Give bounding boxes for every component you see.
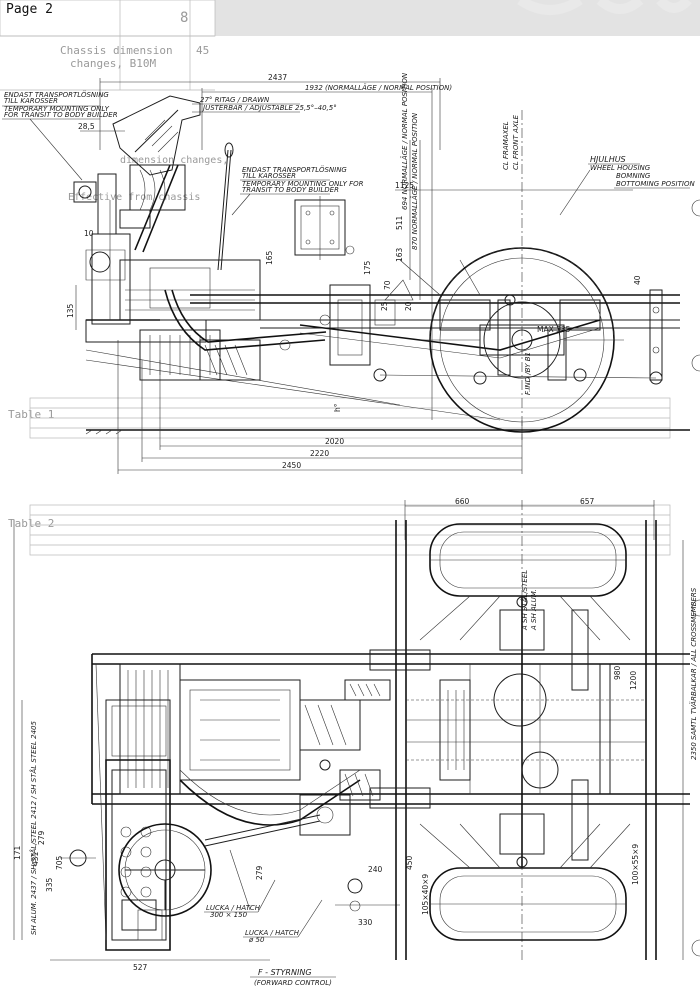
- label-side-steel: A SH STÅL/STEEL: [520, 570, 529, 631]
- svg-text:ENDAST TRANSPORTLÖSNING: ENDAST TRANSPORTLÖSNING: [4, 90, 109, 99]
- dim-450: 450: [405, 855, 414, 870]
- svg-text:ENDAST TRANSPORTLÖSNING: ENDAST TRANSPORTLÖSNING: [242, 165, 347, 174]
- dim-705: 705: [55, 855, 64, 870]
- misc-details: [279, 245, 414, 351]
- hatch-labels: LUCKA / HATCH 300 × 150 LUCKA / HATCH ø …: [204, 879, 323, 944]
- dim-135: 135: [66, 303, 75, 318]
- dim-adjust: JUSTERBAR / ADJUSTABLE 25,5°–40,5°: [201, 104, 337, 112]
- dim-660: 660: [455, 497, 470, 506]
- ghost-title-2: changes, B10M: [70, 57, 156, 70]
- transport-note-1: ENDAST TRANSPORTLÖSNING TILL KAROSSER TE…: [2, 90, 118, 181]
- frame-rails: [190, 259, 680, 381]
- dim-240: 240: [368, 865, 383, 874]
- svg-text:CL FRONT AXLE: CL FRONT AXLE: [512, 114, 520, 170]
- front-axle-label: CL FRAMAXEL CL FRONT AXLE: [502, 110, 523, 440]
- dim-2437: 2437: [268, 73, 287, 82]
- caption: F - STYRNING (FORWARD CONTROL): [250, 968, 336, 987]
- svg-text:FOR TRANSIT TO BODY BUILDER: FOR TRANSIT TO BODY BUILDER: [4, 111, 118, 119]
- plan-view: 660 657 SH ALUM. 2437 / SH STÅL/STEEL 24…: [13, 497, 698, 987]
- dim-2020: 2020: [325, 437, 344, 446]
- front-tyres: [419, 523, 631, 941]
- chassis-frame: [91, 520, 690, 960]
- dim-2450: 2450: [282, 461, 301, 470]
- dim-270: 279: [37, 830, 46, 845]
- side-view: 2437 1932 (NORMALLÄGE / NORMAL POSITION)…: [2, 72, 695, 474]
- steering-column: [112, 95, 201, 253]
- svg-text:WHEEL HOUSING: WHEEL HOUSING: [590, 164, 651, 172]
- ghost-no: 45: [196, 44, 209, 57]
- dim-163: 163: [395, 247, 404, 262]
- ghost-bleed-through: 8 Chassis dimension changes, B10M 45 dim…: [0, 0, 700, 556]
- ghost-code: 8: [180, 10, 188, 26]
- label-crossmembers: 2350 SAMTL TVÄRBALKAR / ALL CROSSMEMBERS: [689, 587, 698, 760]
- steering-shaft-plan: [204, 794, 363, 912]
- dim-165: 165: [265, 250, 274, 265]
- dim-527: 527: [133, 963, 148, 972]
- page-label: Page 2: [6, 2, 53, 17]
- svg-text:BOTTOMING POSITION: BOTTOMING POSITION: [616, 180, 695, 188]
- svg-text:300 × 150: 300 × 150: [210, 911, 248, 919]
- dim-70: 70: [383, 280, 392, 290]
- label-h: h°: [333, 403, 342, 412]
- dim-335: 335: [45, 877, 54, 892]
- dim-171: 171: [13, 845, 22, 860]
- ghost-title-1: Chassis dimension: [60, 44, 173, 57]
- dim-330: 330: [358, 918, 373, 927]
- dim-657: 657: [580, 497, 595, 506]
- dim-small-b: 100×55×9: [631, 844, 640, 885]
- svg-text:LUCKA / HATCH: LUCKA / HATCH: [206, 904, 261, 912]
- svg-text:TILL KAROSSER: TILL KAROSSER: [4, 97, 58, 105]
- dim-40: 40: [633, 275, 642, 285]
- dim-694: 694 NORMALLÄGE / NORMAL POSITION: [400, 72, 409, 210]
- svg-text:ø 50: ø 50: [248, 936, 265, 944]
- svg-text:CL FRAMAXEL: CL FRAMAXEL: [502, 121, 510, 170]
- binder-holes: [691, 199, 700, 957]
- svg-text:TEMPORARY MOUNTING ONLY: TEMPORARY MOUNTING ONLY: [4, 105, 110, 113]
- dim-25: 25: [380, 301, 389, 311]
- center-box: [294, 196, 346, 260]
- caption-title: F - STYRNING: [258, 968, 312, 977]
- svg-text:TILL KAROSSER: TILL KAROSSER: [242, 172, 296, 180]
- gear-lever: [217, 142, 234, 271]
- svg-text:TRANSIT TO BODY BUILDER: TRANSIT TO BODY BUILDER: [242, 186, 339, 194]
- dim-small-a: 105×40×9: [421, 874, 430, 915]
- wheel-housing-label: HJULHUS WHEEL HOUSING BOMNING BOTTOMING …: [559, 155, 695, 216]
- dim-2220: 2220: [310, 449, 329, 458]
- caption-subtitle: (FORWARD CONTROL): [254, 979, 332, 987]
- dim-279: 279: [255, 865, 264, 880]
- svg-text:BOMNING: BOMNING: [616, 172, 651, 180]
- top-dimensions: 2437 1932 (NORMALLÄGE / NORMAL POSITION)…: [78, 73, 452, 420]
- label-fjad: F.IND /BY B1: [524, 352, 532, 395]
- dim-511: 511: [395, 215, 404, 230]
- svg-text:TEMPORARY MOUNTING ONLY FOR: TEMPORARY MOUNTING ONLY FOR: [242, 180, 364, 188]
- dashboard-plan: [60, 663, 212, 951]
- front-wheel: [420, 247, 624, 433]
- engine-plan: [119, 663, 391, 826]
- svg-text:HJULHUS: HJULHUS: [590, 155, 626, 164]
- dim-431: 431: [31, 851, 40, 866]
- vertical-dimensions: 1125 694 NORMALLÄGE / NORMAL POSITION 87…: [66, 72, 642, 412]
- engine-block: [119, 259, 371, 381]
- dim-175: 175: [363, 260, 372, 275]
- bottom-dimensions: 2020 2220 2450: [85, 340, 690, 474]
- dim-1932: 1932 (NORMALLÄGE / NORMAL POSITION): [305, 83, 452, 92]
- suspension: [373, 294, 663, 385]
- dim-870: 870 NORMALLÄGE / NORMAL POSITION: [410, 112, 419, 250]
- dim-2405: SH ALUM. 2437 / SH STÅL/STEEL 2412 / SH …: [29, 721, 38, 935]
- dim-1125: 1125: [395, 181, 414, 190]
- ghost-line-3: Table 1: [8, 408, 54, 421]
- ghost-line-4: Table 2: [8, 517, 54, 530]
- dim-20: 20: [404, 301, 413, 311]
- ghost-line-2: Effective from chassis: [68, 192, 200, 203]
- dim-1200: 1200: [629, 671, 638, 690]
- transport-note-2: ENDAST TRANSPORTLÖSNING TILL KAROSSER TE…: [231, 165, 364, 216]
- dim-28-5: 28,5: [78, 122, 95, 131]
- dim-10: 10: [84, 229, 94, 238]
- dim-tilt: 27° RITAG / DRAWN: [200, 96, 270, 104]
- svg-text:LUCKA / HATCH: LUCKA / HATCH: [245, 929, 300, 937]
- axle-linkages: [406, 596, 646, 868]
- dim-980: 980: [613, 665, 622, 680]
